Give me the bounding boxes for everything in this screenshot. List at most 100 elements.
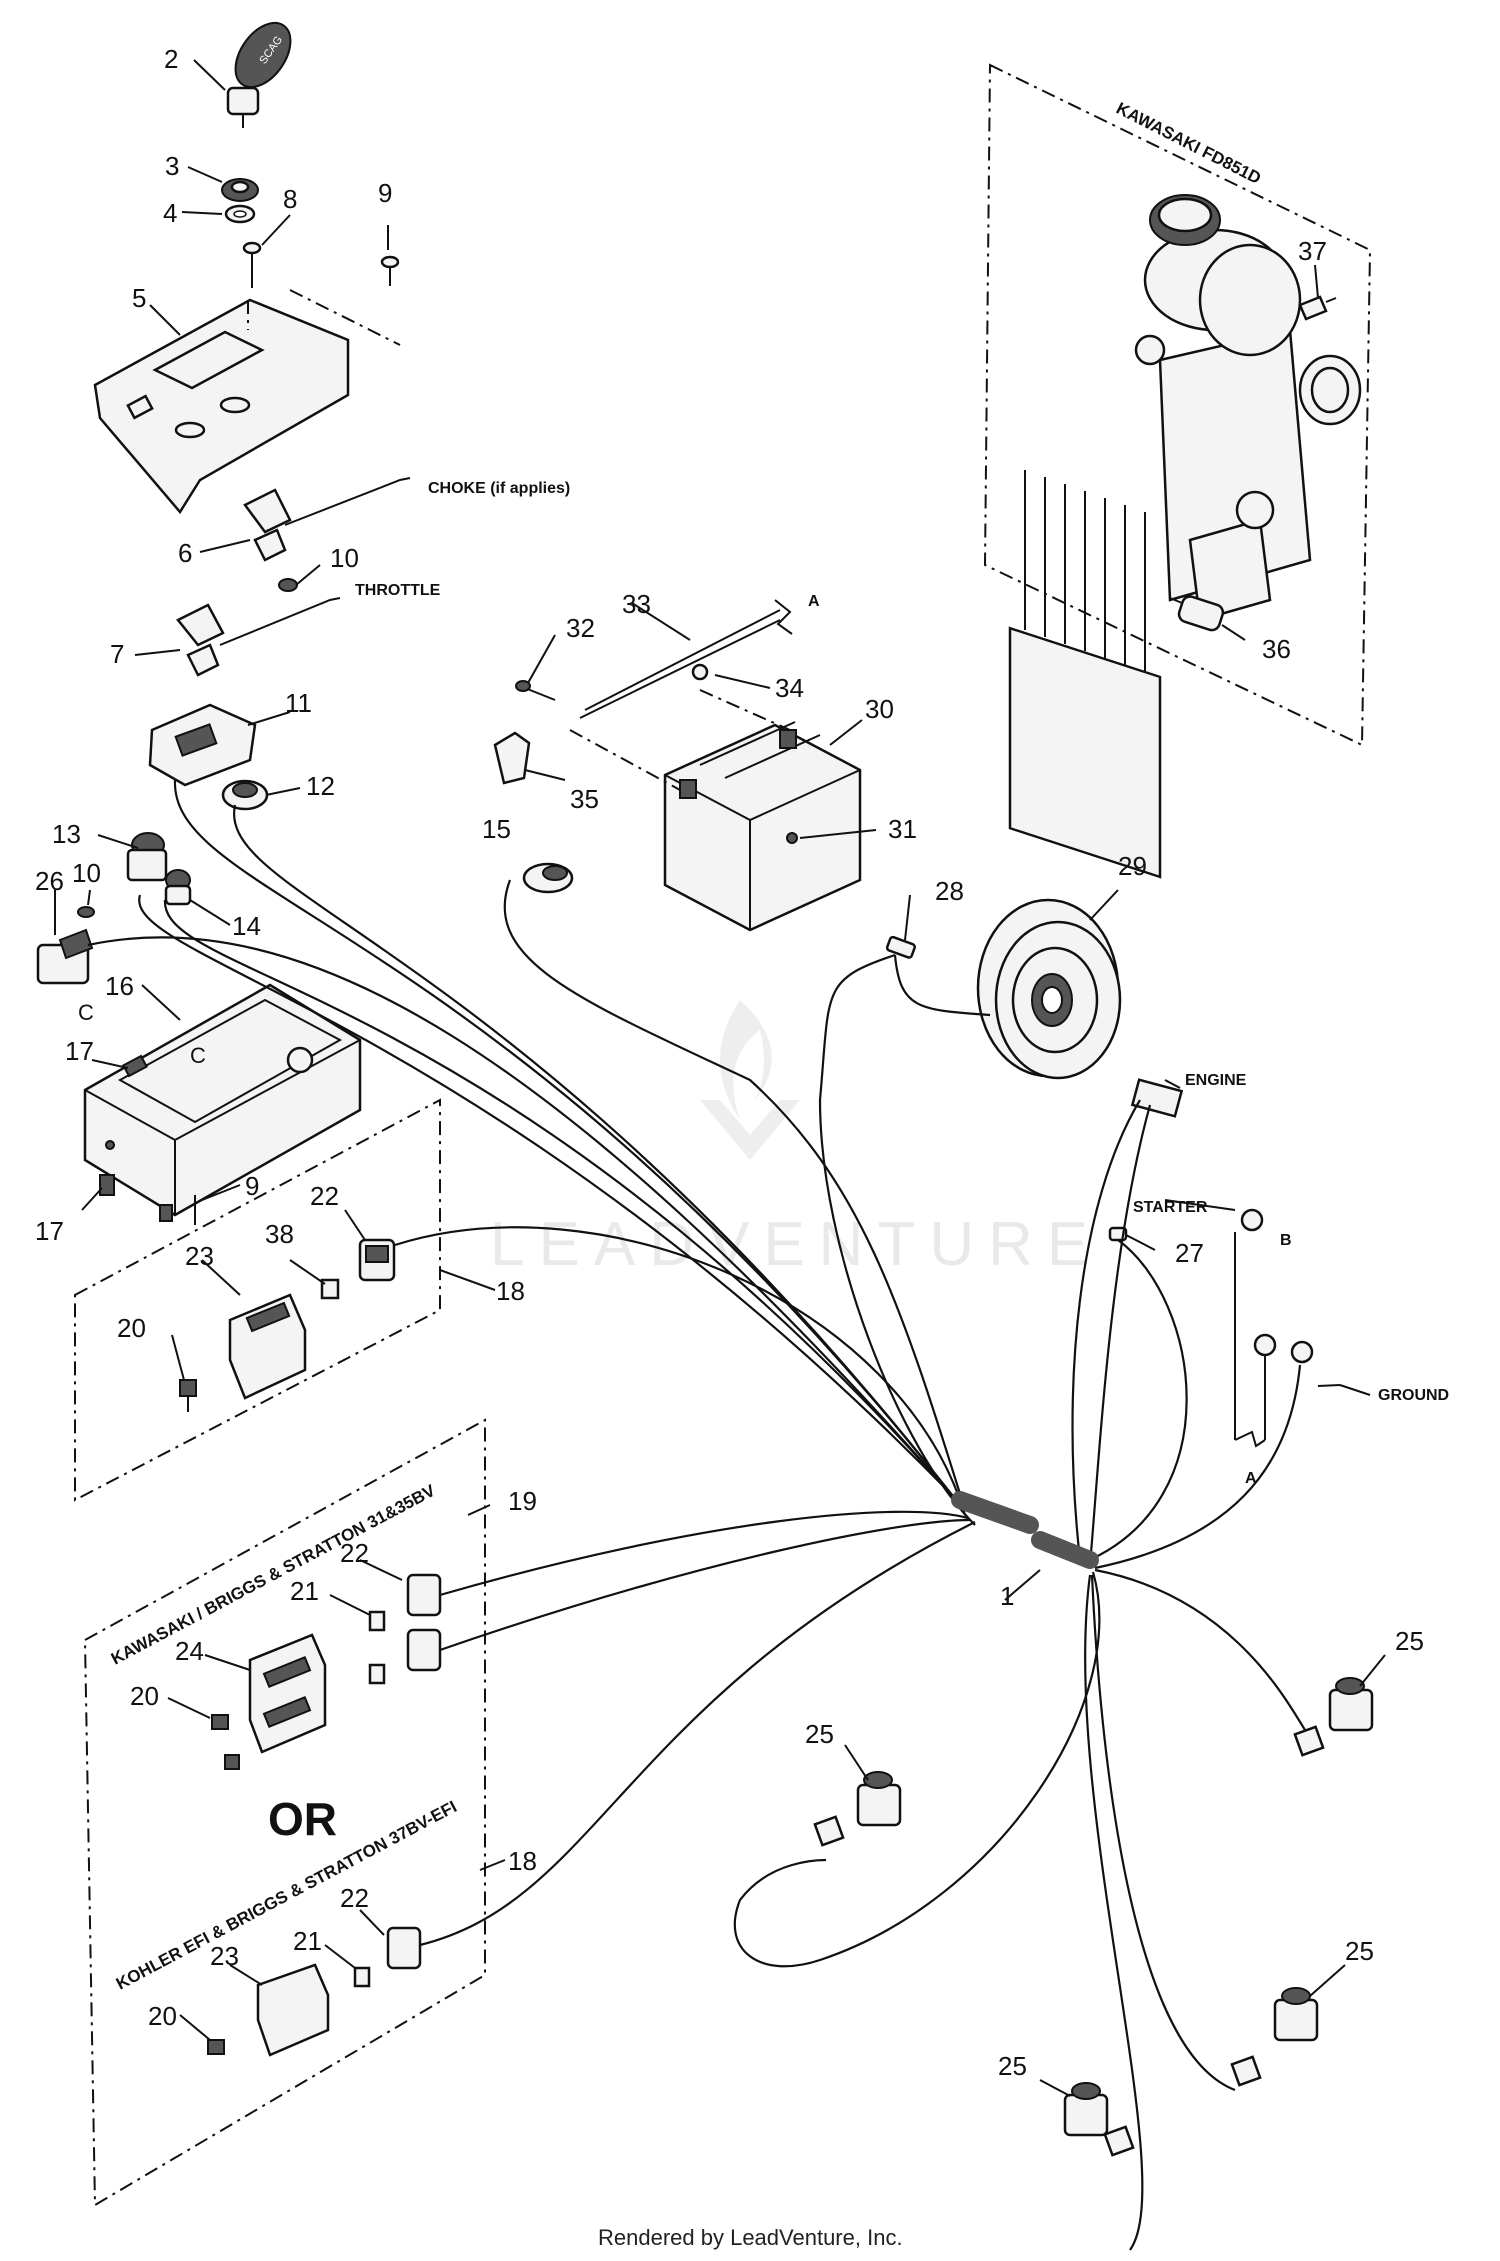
engine-box: KAWASAKI FD851D [983,63,1372,879]
callout-17: 17 [65,1036,94,1066]
part-37-sensor [1298,295,1337,321]
part-13-switch [126,832,168,882]
callout-23: 23 [185,1241,214,1271]
part-5-control-plate [93,289,401,515]
callout-19: 19 [508,1486,537,1516]
callout-26: 26 [35,866,64,896]
part-23b-fuse-block [256,1963,330,2057]
part-38-fuse [320,1278,340,1300]
part-14-light [164,869,192,906]
part-26-relay [36,928,94,985]
part-7-throttle-lever [176,597,341,677]
part-2-key: SCAG [226,21,292,128]
callout-21b: 21 [293,1926,322,1956]
part-22-connector [358,1238,396,1282]
ground-label: GROUND [1378,1387,1449,1404]
part-8-screw [242,241,262,288]
callout-23b: 23 [210,1941,239,1971]
callout-28: 28 [935,876,964,906]
part-17b-clip [99,1174,115,1196]
callout-2: 2 [164,44,178,74]
callout-5: 5 [132,283,146,313]
callout-22c: 22 [340,1883,369,1913]
callout-25d: 25 [998,2051,1027,2081]
part-9-screw [380,255,400,286]
callout-16: 16 [105,971,134,1001]
watermark-text: LEADVENTURE [490,1210,1102,1279]
part-15-connector [522,862,574,894]
starter-label: STARTER [1133,1199,1208,1216]
part-10b-nut [77,906,95,918]
callout-7: 7 [110,639,124,669]
callout-24: 24 [175,1636,204,1666]
callout-33: 33 [622,589,651,619]
callout-29: 29 [1118,851,1147,881]
callout-leaders [54,59,1386,2097]
footer-credit: Rendered by LeadVenture, Inc. [598,2225,903,2250]
callout-15: 15 [482,814,511,844]
callout-21: 21 [290,1576,319,1606]
part-21b-fuse [353,1966,371,1988]
part-10-nut [278,578,298,592]
callout-4: 4 [163,198,177,228]
part-36-relay [1169,595,1225,632]
engine-label: ENGINE [1185,1072,1247,1089]
part-31-nut [786,832,798,844]
ref-a-bottom: A [1245,1470,1257,1487]
part-20-fastener [179,1379,197,1412]
part-20c-fastener [207,2039,225,2055]
callout-8: 8 [283,184,297,214]
part-29-clutch [976,898,1122,1080]
ref-c2: C [190,1043,206,1068]
fuse-box-18-outline [74,1098,441,1502]
callout-3: 3 [165,151,179,181]
starter-ground-cables [1234,1208,1314,1448]
choke-label: CHOKE (if applies) [428,480,570,497]
part-24-fuse-block [248,1633,327,1754]
callout-22b: 22 [340,1538,369,1568]
part-16-bracket [83,983,362,1217]
engine-box-title: KAWASAKI FD851D [1113,99,1264,188]
callout-22: 22 [310,1181,339,1211]
part-35-boot [493,731,531,785]
part-23-fuse-block [228,1293,307,1400]
ref-a-top: A [808,593,820,610]
part-32-bolt [515,680,556,701]
ref-c1: C [78,1000,94,1025]
callout-18: 18 [496,1276,525,1306]
callout-25c: 25 [1345,1936,1374,1966]
callout-10: 10 [330,543,359,573]
engine-illustration [1008,194,1362,879]
leadventure-watermark: LEADVENTURE [490,1000,1102,1279]
part-21-fuse [368,1610,386,1685]
callout-18b: 18 [508,1846,537,1876]
battery-cable-dashes [569,689,791,791]
part-3-nut [221,178,259,202]
callout-10b: 10 [72,858,101,888]
part-28-connector [885,935,916,959]
part-25d-solenoid [1063,2082,1135,2157]
part-17-clip [122,1054,148,1078]
part-12-connector [221,779,269,811]
part-25b-solenoid [813,1771,902,1847]
part-22c-connector [386,1926,422,1970]
callout-34: 34 [775,673,804,703]
callout-1: 1 [1000,1581,1014,1611]
callout-17b: 17 [35,1216,64,1246]
callout-9b: 9 [245,1171,259,1201]
callout-36: 36 [1262,634,1291,664]
part-22b-connector [406,1573,442,1672]
callout-27: 27 [1175,1238,1204,1268]
or-text: OR [268,1793,337,1845]
engine-connector [1130,1078,1184,1118]
part-1-harness [951,1491,1099,1569]
callout-12: 12 [306,771,335,801]
part-33-cable [579,599,793,719]
throttle-label: THROTTLE [355,582,441,599]
callout-20c: 20 [148,2001,177,2031]
callout-20: 20 [117,1313,146,1343]
callout-25a: 25 [1395,1626,1424,1656]
callout-35: 35 [570,784,599,814]
part-20b-fastener [211,1714,240,1770]
